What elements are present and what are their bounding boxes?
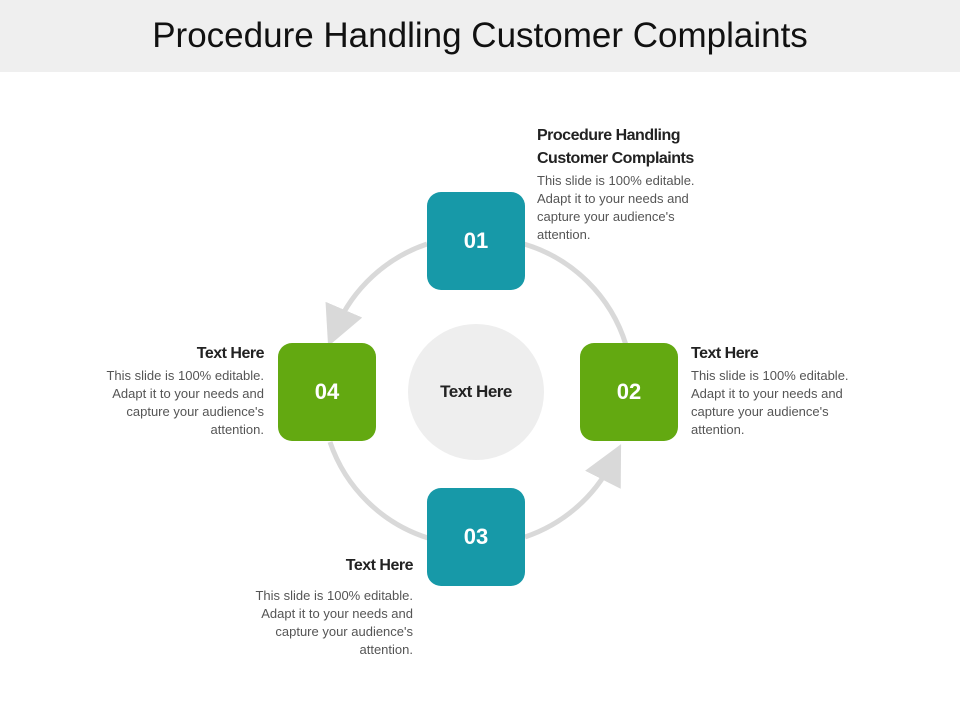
step-03-number: 03 <box>463 524 489 549</box>
step-04-number: 04 <box>314 379 340 404</box>
step-01-heading: Procedure Handling Customer Complaints <box>537 127 694 167</box>
arc-02-to-03 <box>524 444 622 540</box>
step-01-box: 01 <box>427 192 525 290</box>
step-01-description: This slide is 100% editable. Adapt it to… <box>537 173 695 242</box>
step-03-description: This slide is 100% editable. Adapt it to… <box>255 588 413 657</box>
step-02-box: 02 <box>580 343 678 441</box>
slide-title: Procedure Handling Customer Complaints <box>152 16 808 55</box>
step-02-heading: Text Here <box>691 345 759 362</box>
center-label: Text Here <box>440 382 512 401</box>
arc-01-to-02 <box>523 241 629 346</box>
step-02-text: Text Here This slide is 100% editable. A… <box>691 342 851 439</box>
step-03-heading: Text Here <box>345 557 414 574</box>
step-04-box: 04 <box>278 343 376 441</box>
step-04-description: This slide is 100% editable. Adapt it to… <box>106 368 264 437</box>
step-04-heading: Text Here <box>196 345 265 362</box>
step-03-text: Text Here This slide is 100% editable. A… <box>253 554 413 659</box>
step-01-number: 01 <box>463 228 489 253</box>
title-bar: Procedure Handling Customer Complaints <box>0 0 960 72</box>
step-03-box: 03 <box>427 488 525 586</box>
arc-03-to-04 <box>327 441 429 541</box>
arc-04-to-01 <box>325 241 428 347</box>
step-01-text: Procedure Handling Customer Complaints T… <box>537 124 747 244</box>
step-02-number: 02 <box>616 379 642 404</box>
step-04-text: Text Here This slide is 100% editable. A… <box>104 342 264 439</box>
step-02-description: This slide is 100% editable. Adapt it to… <box>691 368 849 437</box>
center-circle: Text Here <box>408 324 544 460</box>
